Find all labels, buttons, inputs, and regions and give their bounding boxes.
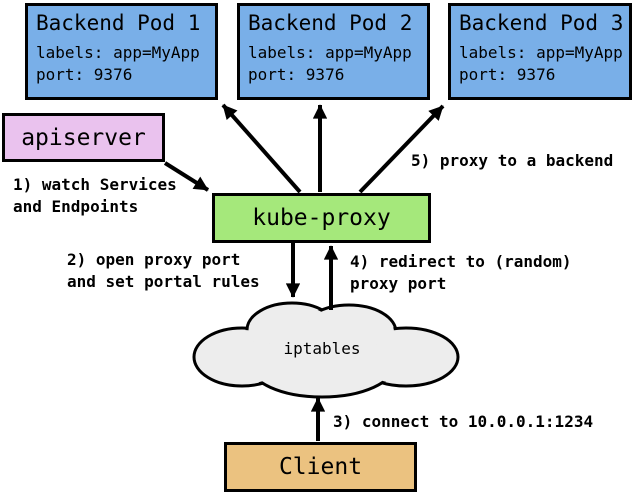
annotation-step3-line1: 3) connect to 10.0.0.1:1234 <box>333 412 594 431</box>
kube-proxy-box: kube-proxy <box>212 193 431 243</box>
annotation-step2: 2) open proxy port and set portal rules <box>67 249 260 293</box>
cloud-shape <box>192 301 460 399</box>
apiserver-label: apiserver <box>21 124 146 151</box>
backend-pod-2: Backend Pod 2 labels: app=MyApp port: 93… <box>237 3 430 100</box>
pod-labels: labels: app=MyApp <box>248 43 412 62</box>
client-label: Client <box>278 454 363 480</box>
pod-port: port: 9376 <box>36 65 133 84</box>
pod-title: Backend Pod 1 <box>36 11 201 35</box>
client-box: Client <box>224 442 417 492</box>
annotation-step2-line1: 2) open proxy port <box>67 250 241 269</box>
annotation-step4: 4) redirect to (random) proxy port <box>350 251 572 295</box>
backend-pod-3: Backend Pod 3 labels: app=MyApp port: 93… <box>448 3 632 100</box>
annotation-step5: 5) proxy to a backend <box>411 150 613 172</box>
annotation-step1-line1: 1) watch Services <box>13 175 177 194</box>
annotation-step4-line1: 4) redirect to (random) <box>350 252 572 271</box>
annotation-step5-line1: 5) proxy to a backend <box>411 151 614 170</box>
apiserver-box: apiserver <box>2 113 165 162</box>
iptables-label: iptables <box>283 339 360 358</box>
kube-proxy-label: kube-proxy <box>252 205 391 231</box>
annotation-step2-line2: and set portal rules <box>67 272 260 291</box>
annotation-step3: 3) connect to 10.0.0.1:1234 <box>333 411 593 433</box>
annotation-step1-line2: and Endpoints <box>13 197 139 216</box>
pod-port: port: 9376 <box>248 65 345 84</box>
annotation-step4-line2: proxy port <box>350 274 447 293</box>
pod-port: port: 9376 <box>459 65 556 84</box>
arrow-kube-proxy-to-pod1 <box>221 103 302 194</box>
pod-labels: labels: app=MyApp <box>459 43 623 62</box>
pod-title: Backend Pod 2 <box>248 11 413 35</box>
pod-labels: labels: app=MyApp <box>36 43 200 62</box>
pod-title: Backend Pod 3 <box>459 11 624 35</box>
arrow-kube-proxy-to-pod3 <box>358 104 445 194</box>
backend-pod-1: Backend Pod 1 labels: app=MyApp port: 93… <box>25 3 218 100</box>
annotation-step1: 1) watch Services and Endpoints <box>13 174 177 218</box>
